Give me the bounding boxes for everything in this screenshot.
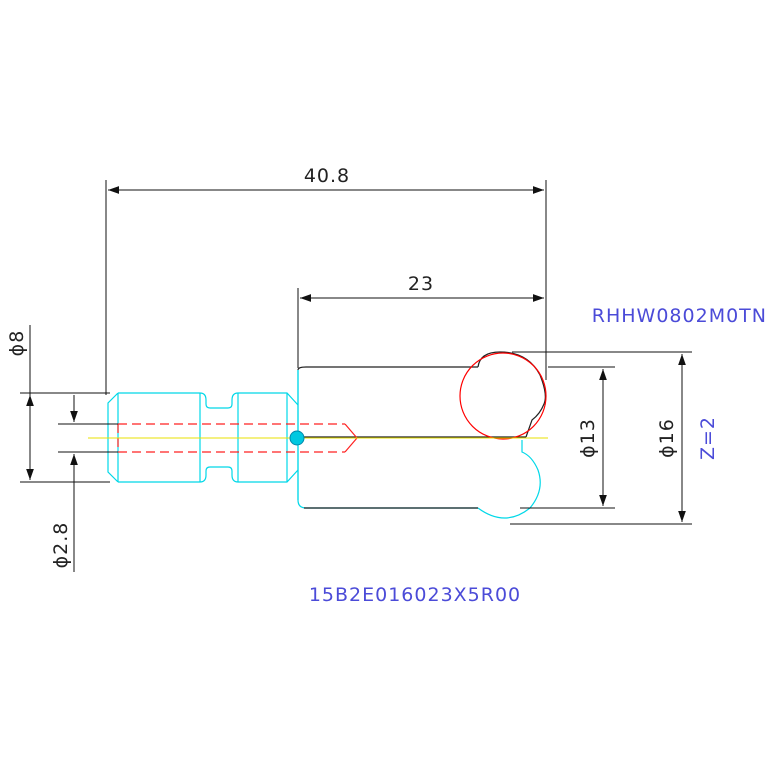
shank-outline <box>107 370 541 519</box>
insert-circle <box>459 352 547 440</box>
insert-code-label: RHHW0802M0TN <box>592 305 767 327</box>
coolant-hole-marker <box>289 430 305 446</box>
dim-head-length <box>297 288 544 368</box>
dim-head-diameter <box>520 366 615 509</box>
dim-head-diameter-text: ϕ13 <box>577 418 599 458</box>
dim-shank-diameter-text: ϕ8 <box>6 330 28 357</box>
dim-overall-length <box>105 180 547 395</box>
dim-shank-diameter <box>20 325 110 483</box>
part-number-label: 15B2E016023X5R00 <box>309 584 521 606</box>
teeth-count-label: Z=2 <box>697 416 719 460</box>
dim-bore-diameter <box>58 395 118 572</box>
dim-head-length-text: 23 <box>408 273 434 295</box>
dim-cutting-diameter <box>510 351 692 525</box>
head-outline <box>297 351 546 509</box>
dim-overall-length-text: 40.8 <box>304 165 350 187</box>
dim-bore-diameter-text: ϕ2.8 <box>50 522 72 569</box>
dim-cutting-diameter-text: ϕ16 <box>656 418 678 458</box>
